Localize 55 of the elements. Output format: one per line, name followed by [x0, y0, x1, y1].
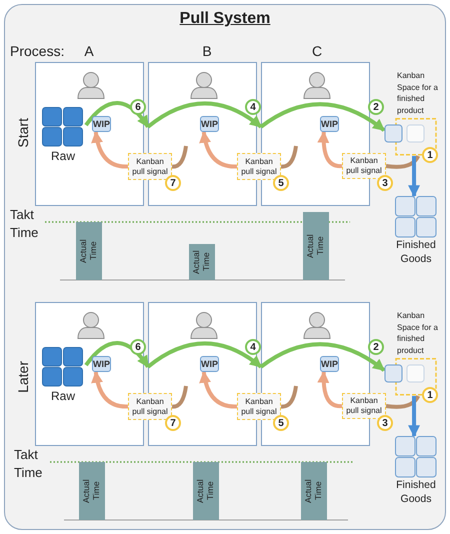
column-label: A — [83, 42, 95, 60]
arrow — [260, 342, 386, 372]
arrow — [91, 130, 128, 168]
title: Pull System — [178, 10, 272, 29]
actual-time-bar — [193, 462, 219, 520]
arrow — [408, 396, 420, 438]
finished-goods-label: Finished Goods — [395, 479, 437, 506]
wip-box: WIP — [92, 116, 111, 132]
row-label: Later — [14, 361, 32, 393]
actual-time-bar — [76, 222, 102, 280]
row-label: Start — [14, 118, 32, 148]
arrow — [408, 156, 420, 198]
process-label: Process: — [10, 42, 66, 60]
finished-goods-label: Finished Goods — [395, 239, 437, 266]
wip-box: WIP — [320, 356, 339, 372]
column-label: B — [201, 42, 213, 60]
raw-label: Raw — [50, 149, 76, 163]
kanban-signal-box: Kanban pull signal — [342, 153, 386, 179]
bar-label: Actual Time — [306, 233, 326, 260]
raw-label: Raw — [50, 389, 76, 403]
takt-time-label: Takt Time — [10, 206, 40, 242]
kanban-signal-box: Kanban pull signal — [237, 153, 281, 180]
wip-box: WIP — [200, 356, 219, 372]
actual-time-bar — [79, 462, 105, 520]
step-number: 7 — [165, 415, 181, 431]
step-number: 7 — [165, 175, 181, 191]
bar-label: Actual Time — [196, 478, 216, 505]
kanban-space-label: Kanban Space for a finished product — [397, 310, 439, 356]
arrow — [260, 102, 386, 132]
kanban-signal-box: Kanban pull signal — [237, 393, 281, 420]
arrow — [200, 370, 237, 408]
step-number: 5 — [273, 415, 289, 431]
wip-box: WIP — [320, 116, 339, 132]
actual-time-bar — [189, 244, 215, 280]
bar-label: Actual Time — [79, 238, 99, 265]
bar-label: Actual Time — [304, 478, 324, 505]
bar-label: Actual Time — [192, 249, 212, 276]
arrow — [84, 101, 150, 128]
kanban-signal-box: Kanban pull signal — [128, 393, 172, 420]
kanban-signal-box: Kanban pull signal — [342, 393, 386, 419]
arrow — [91, 370, 128, 408]
column-label: C — [310, 42, 324, 60]
step-number: 5 — [273, 175, 289, 191]
actual-time-bar — [301, 462, 327, 520]
kanban-signal-box: Kanban pull signal — [128, 153, 172, 180]
takt-time-label: Takt Time — [14, 446, 44, 482]
actual-time-bar — [303, 212, 329, 280]
bar-label: Actual Time — [82, 478, 102, 505]
kanban-space-label: Kanban Space for a finished product — [397, 70, 439, 116]
wip-box: WIP — [200, 116, 219, 132]
arrow — [84, 341, 150, 368]
arrow — [200, 130, 237, 168]
wip-box: WIP — [92, 356, 111, 372]
arrow — [146, 341, 262, 368]
arrow — [146, 101, 262, 128]
